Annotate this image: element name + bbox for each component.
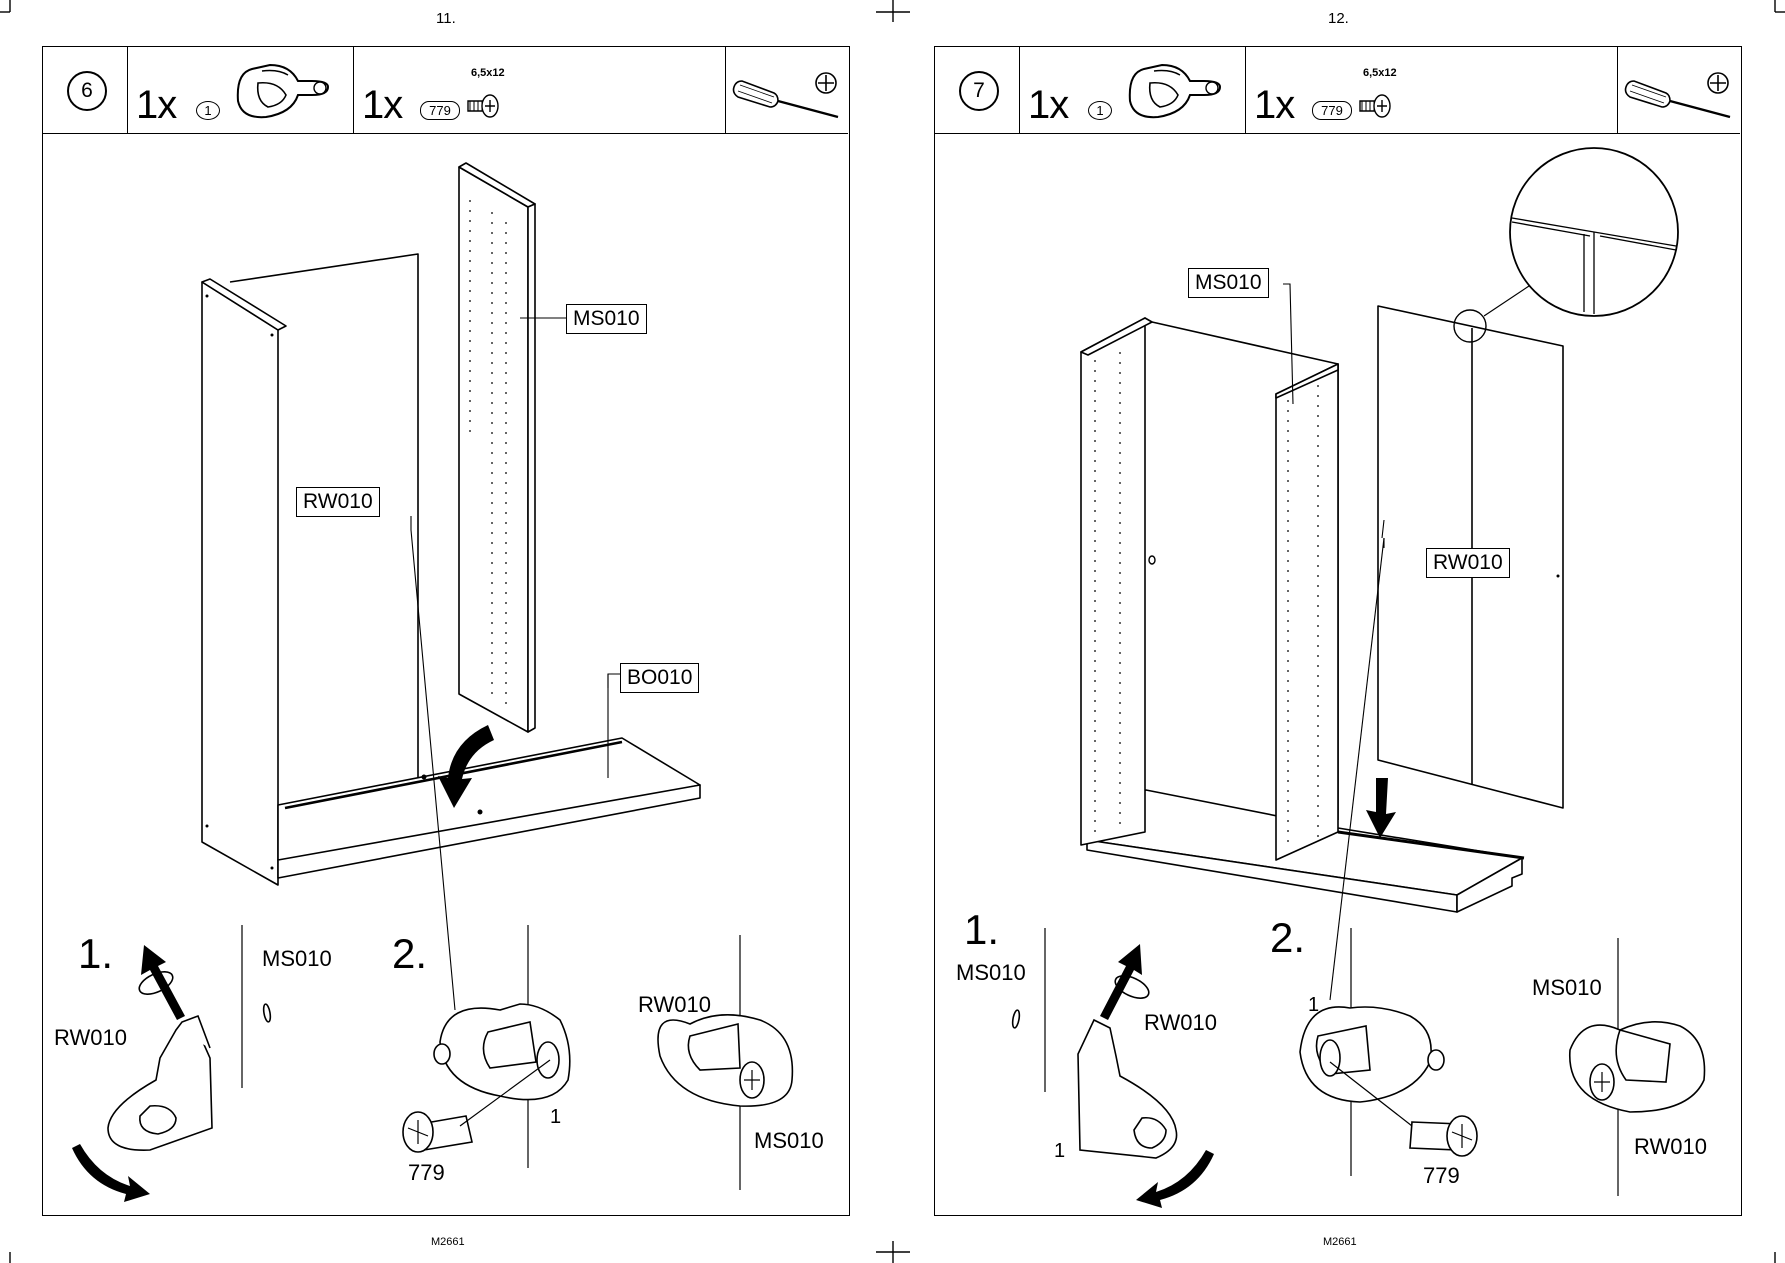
up-arrow-icon (1100, 944, 1142, 1020)
page-number: 12. (1328, 10, 1349, 27)
screw-size: 6,5x12 (1363, 67, 1397, 79)
detail-label-rw010: RW010 (1144, 1010, 1217, 1035)
part-qty: 1x (362, 83, 403, 127)
label-rw010: RW010 (1426, 548, 1510, 578)
cam-fitting-detail-2 (1299, 1006, 1478, 1157)
up-arrow-icon (141, 945, 185, 1020)
detail-label-rw010: RW010 (54, 1025, 127, 1050)
substep-2: 2. (392, 930, 428, 977)
part-fitting-cell: 1x 1 (128, 47, 354, 133)
cam-fitting-detail-2 (402, 1003, 571, 1153)
middle-panel-ms010 (1275, 363, 1339, 861)
step-number: 6 (67, 71, 107, 111)
substep-1: 1. (78, 930, 114, 977)
screwdriver-icon (732, 72, 839, 119)
part-id: 1 (1088, 101, 1112, 120)
screwdriver-icon (1624, 72, 1731, 119)
part-id: 779 (420, 101, 460, 120)
detail-label-rw010: RW010 (638, 992, 711, 1017)
detail-label-ms010: MS010 (754, 1128, 824, 1153)
detail-label-rw010: RW010 (1634, 1134, 1707, 1159)
detail-label-ms010: MS010 (262, 946, 332, 971)
parts-header: 7 1x 1 1x 779 6,5x12 (935, 47, 1740, 134)
cam-fitting-icon (1128, 63, 1222, 119)
page-number: 11. (436, 10, 456, 27)
part-qty: 1x (136, 83, 177, 127)
detail-label-ms010: MS010 (1532, 975, 1602, 1000)
label-rw010: RW010 (296, 487, 380, 517)
cam-fitting-icon (236, 63, 330, 119)
parts-header: 6 1x 1 1x 779 6,5x12 (43, 47, 848, 134)
detail-circle (1453, 309, 1487, 343)
part-id: 1 (196, 101, 220, 120)
tools-cell (1618, 47, 1740, 133)
screw-label: 779 (408, 1160, 445, 1185)
screw-icon (1359, 94, 1391, 118)
substep-1: 1. (964, 906, 1000, 953)
fitting-label: 1 (550, 1106, 562, 1128)
part-fitting-cell: 1x 1 (1020, 47, 1246, 133)
fitting-label: 1 (1308, 994, 1320, 1016)
label-ms010: MS010 (1188, 268, 1269, 298)
part-qty: 1x (1254, 83, 1295, 127)
down-arrow-icon (1366, 778, 1396, 838)
label-bo010: BO010 (620, 663, 700, 693)
cam-fitting-detail-1 (1011, 975, 1178, 1159)
label-ms010: MS010 (566, 304, 647, 334)
part-screw-cell: 1x 779 6,5x12 (354, 47, 726, 133)
rotate-arrow-icon (1136, 1150, 1214, 1208)
screw-label: 779 (1423, 1163, 1460, 1188)
screw-icon (467, 94, 499, 118)
screw-size: 6,5x12 (471, 67, 505, 79)
cam-fitting-detail-3 (1569, 1021, 1706, 1113)
step-panel-6: 6 1x 1 1x 779 6,5x12 (42, 46, 850, 1216)
substep-2: 2. (1270, 914, 1306, 961)
rotate-arrow-icon (72, 1144, 150, 1202)
detail-label-ms010: MS010 (956, 960, 1026, 985)
cam-fitting-detail-3 (657, 1014, 794, 1107)
tools-cell (726, 47, 848, 133)
step-panel-7: 7 1x 1 1x 779 6,5x12 (934, 46, 1742, 1216)
step-number: 7 (959, 71, 999, 111)
footer-code: M2661 (1323, 1236, 1357, 1248)
fitting-label: 1 (1054, 1140, 1066, 1162)
cam-fitting-detail-1 (107, 971, 272, 1151)
footer-code: M2661 (431, 1236, 465, 1248)
part-qty: 1x (1028, 83, 1069, 127)
part-id: 779 (1312, 101, 1352, 120)
part-screw-cell: 1x 779 6,5x12 (1246, 47, 1618, 133)
down-arrow-icon (438, 725, 494, 808)
side-panel (1080, 317, 1146, 846)
